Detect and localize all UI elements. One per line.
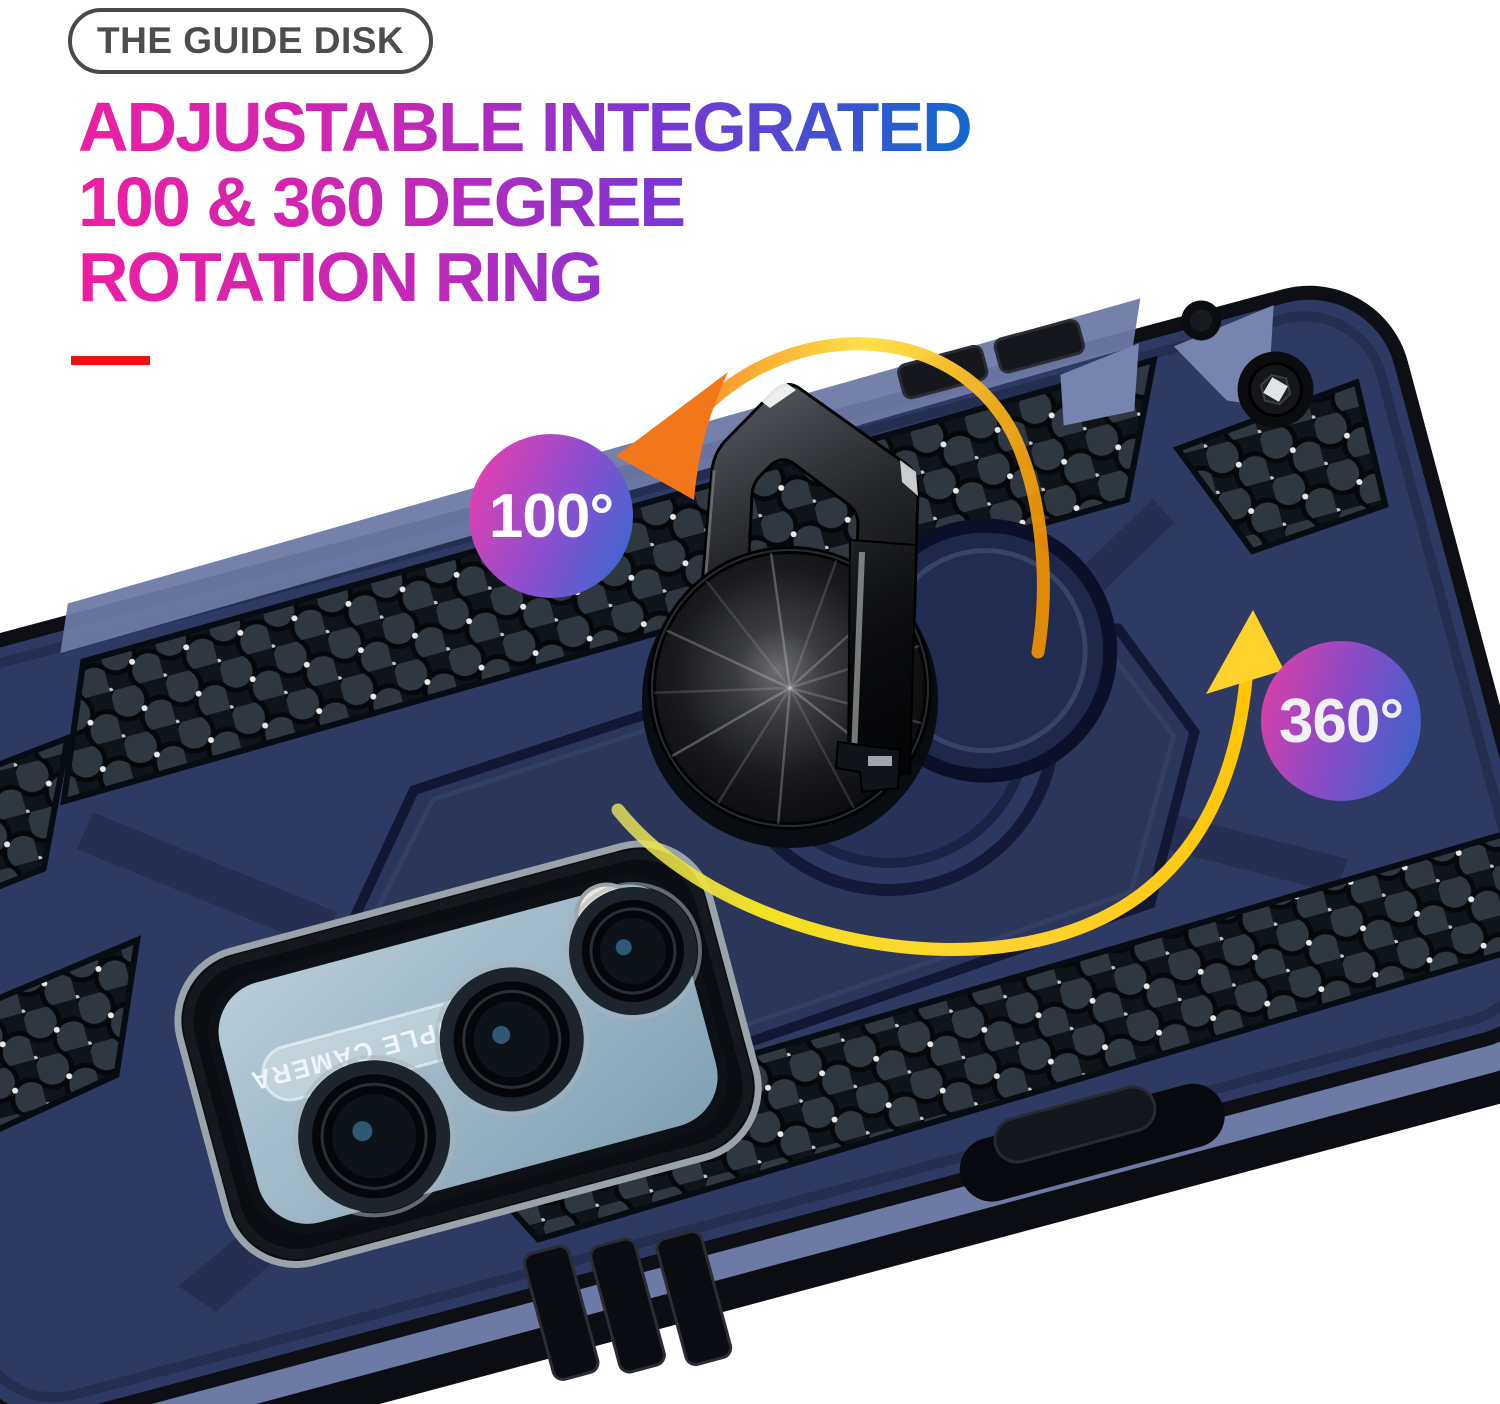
arch-right-leg-front — [846, 538, 918, 776]
camera-lens-1 — [293, 1055, 456, 1218]
arch-leg-glint — [851, 551, 865, 757]
rotate-100-arrowhead-icon — [616, 372, 728, 500]
camera-lens-2 — [434, 962, 589, 1117]
guide-disk-pill-badge: THE GUIDE DISK — [68, 8, 434, 74]
rim-screw — [1181, 300, 1222, 341]
angle-badge-100-label: 100° — [488, 481, 614, 551]
ring-hinge — [834, 740, 902, 794]
disk-rim-highlight — [651, 549, 929, 827]
camera-lens-3 — [563, 881, 702, 1020]
corner-screw — [1237, 351, 1314, 428]
headline-line-3: ROTATION RING — [78, 238, 602, 316]
headline: ADJUSTABLE INTEGRATED 100 & 360 DEGREE R… — [78, 90, 971, 315]
angle-badge-360-label: 360° — [1278, 686, 1404, 756]
red-accent-dash — [71, 356, 150, 365]
side-button-recess — [959, 1083, 1225, 1202]
camera-module: AI TRIPLE CAMERA — [174, 840, 762, 1268]
power-button — [993, 1085, 1157, 1164]
camera-module-bezel — [183, 849, 753, 1259]
honeycomb-patch-left-low — [0, 935, 142, 1142]
headline-line-2: 100 & 360 DEGREE — [78, 163, 685, 241]
guide-disk-label: THE GUIDE DISK — [97, 20, 405, 61]
angle-badge-360: 360° — [1261, 641, 1421, 801]
case-body: AI TRIPLE CAMERA — [0, 285, 1500, 1404]
honeycomb-patch-left-top — [0, 733, 72, 950]
hinge-glint — [868, 756, 892, 766]
rotate-100-arrow-icon — [693, 337, 1050, 659]
rotate-360-arrowhead-icon — [1206, 610, 1284, 694]
headline-line-1: ADJUSTABLE INTEGRATED — [78, 88, 971, 166]
grille-bars — [522, 1230, 733, 1381]
rotate-360-arrow-icon — [611, 661, 1254, 956]
angle-badge-100: 100° — [469, 434, 633, 598]
